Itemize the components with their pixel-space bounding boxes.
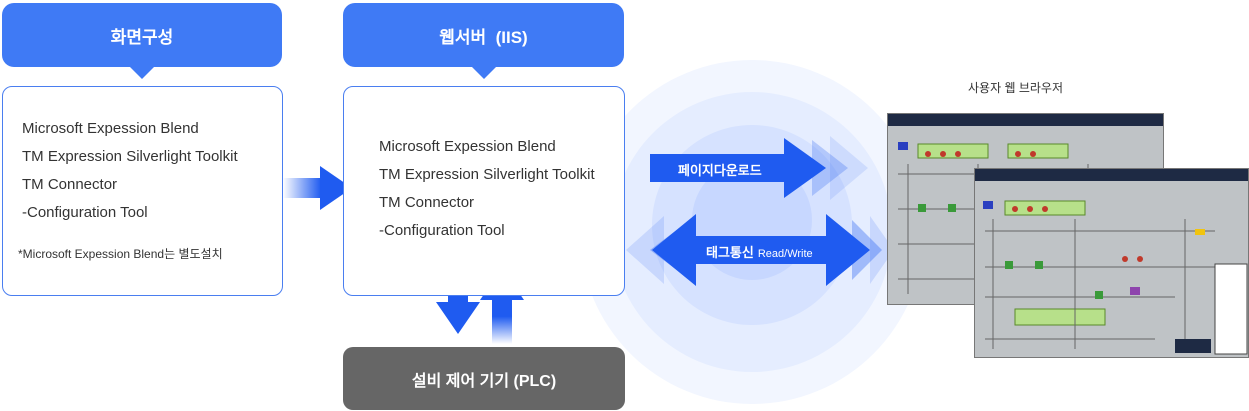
left-line-1: Microsoft Expession Blend (22, 120, 199, 137)
arrow-page-download (650, 136, 868, 200)
plc-box: 설비 제어 기기 (PLC) (343, 347, 625, 410)
left-header-label: 화면구성 (110, 27, 174, 47)
left-line-3: TM Connector (22, 176, 118, 193)
plc-label: 설비 제어 기기 (PLC) (411, 372, 557, 390)
screenshot-titlebar (975, 169, 1248, 181)
left-line-4: -Configuration Tool (22, 204, 148, 221)
arrow-left-to-mid (283, 166, 352, 210)
left-header: 화면구성 (2, 3, 282, 79)
scada-diagram-front (983, 200, 1248, 355)
left-content-box: Microsoft Expession Blend TM Expression … (2, 86, 283, 296)
middle-header: 웹서버 (IIS) (343, 3, 624, 79)
arrow-tag-communication (626, 214, 894, 286)
page-download-label: 페이지다운로드 (678, 163, 762, 178)
browser-screenshot-front (974, 168, 1249, 358)
browser-label: 사용자 웹 브라우저 (968, 81, 1063, 95)
tag-comm-sub: Read/Write (757, 248, 813, 260)
middle-header-label: 웹서버 (IIS) (439, 27, 528, 47)
left-line-2: TM Expression Silverlight Toolkit (22, 148, 238, 165)
left-install-note: *Microsoft Expession Blend는 별도설치 (18, 247, 223, 261)
mid-line-1: Microsoft Expession Blend (379, 138, 556, 155)
tag-comm-main: 태그통신 (706, 245, 754, 260)
mid-line-2: TM Expression Silverlight Toolkit (379, 166, 595, 183)
middle-content-box: Microsoft Expession Blend TM Expression … (343, 86, 625, 296)
mid-line-4: -Configuration Tool (379, 222, 505, 239)
screenshot-titlebar (888, 114, 1163, 126)
mid-line-3: TM Connector (379, 194, 475, 211)
